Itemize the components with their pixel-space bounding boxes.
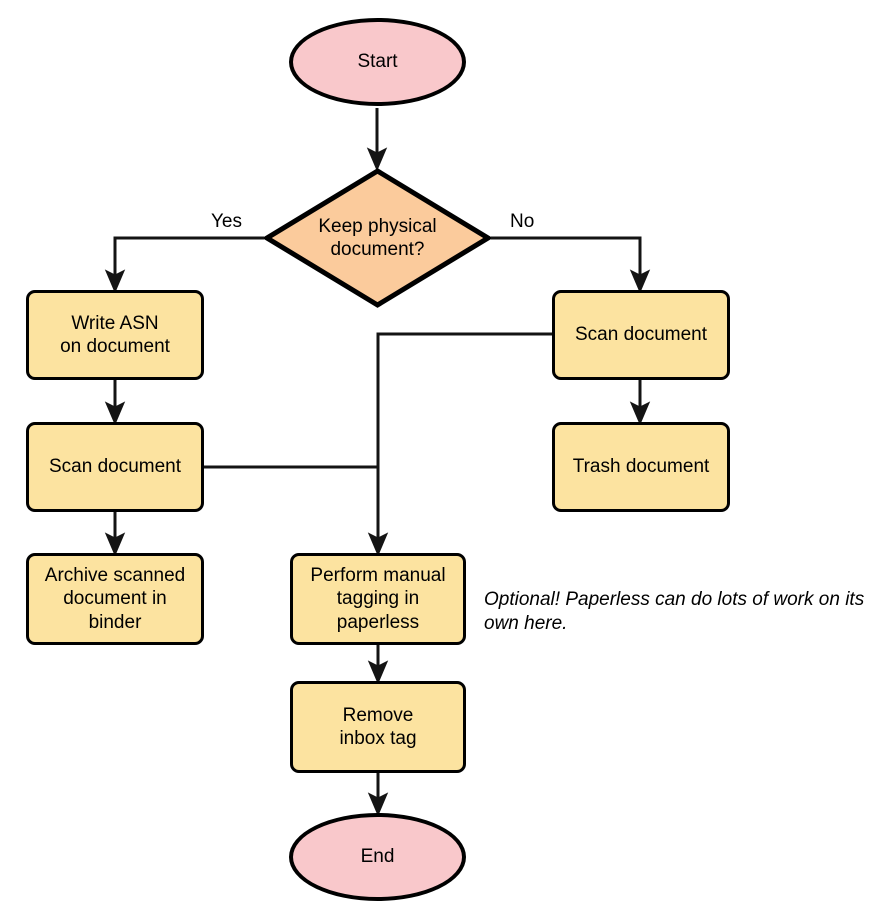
node-keep-physical-document-label: Keep physical document? — [318, 215, 437, 260]
edge-label-no: No — [510, 211, 535, 232]
node-archive-scanned-document-in-binder-label: Archive scanned document in binder — [44, 565, 186, 633]
node-end-label: End — [360, 846, 395, 868]
node-start-label: Start — [357, 51, 398, 73]
node-remove-inbox-tag-label: Remove inbox tag — [339, 704, 417, 749]
node-trash-document-label: Trash document — [572, 456, 710, 478]
node-scan-document-left[interactable]: Scan document — [26, 422, 204, 512]
node-end[interactable]: End — [289, 813, 466, 901]
node-scan-document-left-label: Scan document — [48, 456, 182, 478]
node-write-asn-on-document-label: Write ASN on document — [60, 312, 170, 357]
edge-scan-right-to-tagging — [367, 332, 552, 557]
edge-label-yes: Yes — [211, 211, 242, 232]
edge-decision-no-to-scan-right — [491, 236, 651, 294]
node-scan-document-right[interactable]: Scan document — [552, 290, 730, 380]
edge-decision-yes-to-write-asn — [104, 236, 264, 294]
diamond-shape — [264, 168, 491, 308]
annotation-optional-note: Optional! Paperless can do lots of work … — [484, 589, 865, 635]
node-scan-document-right-label: Scan document — [574, 324, 708, 346]
node-perform-manual-tagging-in-paperless-label: Perform manual tagging in paperless — [310, 565, 446, 633]
node-remove-inbox-tag[interactable]: Remove inbox tag — [290, 681, 466, 773]
node-write-asn-on-document[interactable]: Write ASN on document — [26, 290, 204, 380]
node-archive-scanned-document-in-binder[interactable]: Archive scanned document in binder — [26, 553, 204, 645]
node-trash-document[interactable]: Trash document — [552, 422, 730, 512]
node-start[interactable]: Start — [289, 18, 466, 106]
node-keep-physical-document[interactable]: Keep physical document? — [264, 168, 491, 308]
node-perform-manual-tagging-in-paperless[interactable]: Perform manual tagging in paperless — [290, 553, 466, 645]
